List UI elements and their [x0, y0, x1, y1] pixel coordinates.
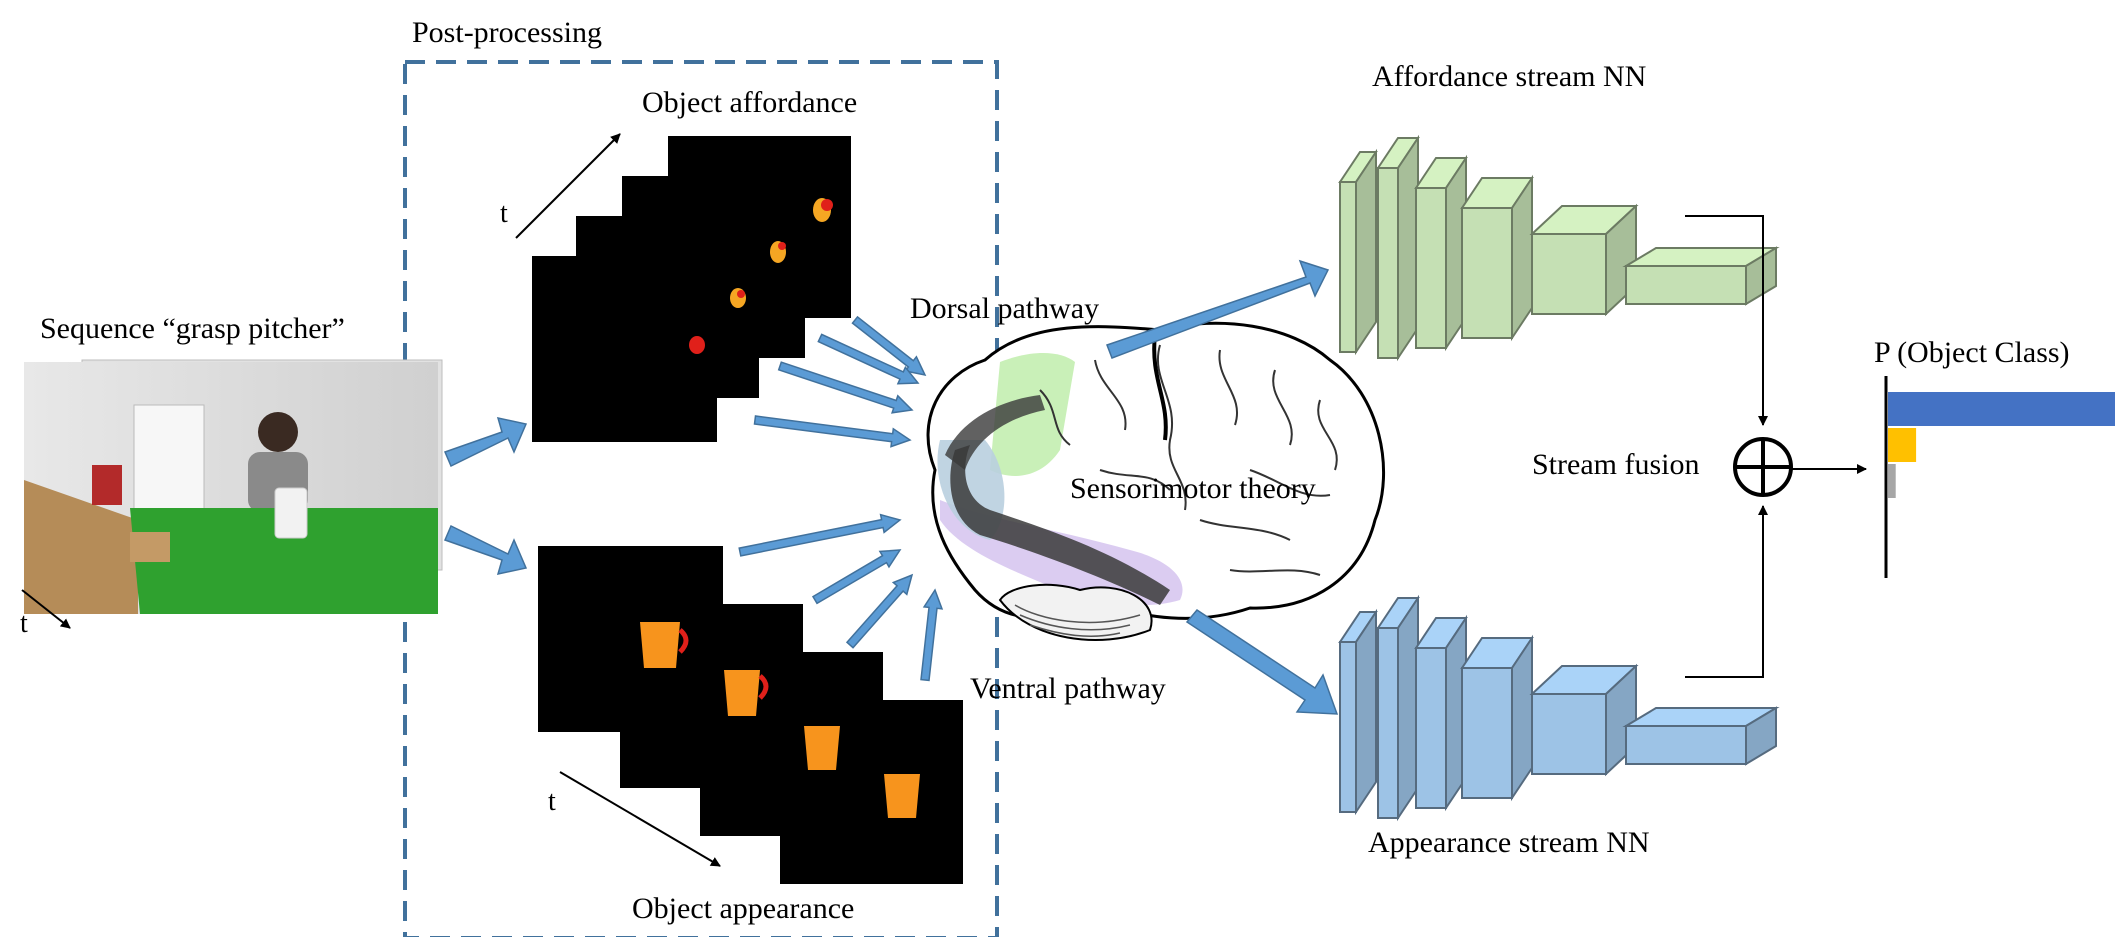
appearance-to-fusion-line	[1685, 505, 1768, 678]
brain-illustration	[926, 321, 1386, 641]
nn-layer-block	[1414, 154, 1468, 352]
dorsal-pathway-label: Dorsal pathway	[910, 292, 1099, 325]
feature-arrow	[738, 513, 902, 557]
nn-layer-block	[1460, 174, 1534, 342]
nn-layer-block	[1622, 706, 1780, 766]
affordance-frames	[532, 136, 851, 442]
probability-bar	[1888, 392, 2115, 426]
nn-layer-block	[1529, 203, 1639, 317]
probability-bar	[1888, 464, 1896, 498]
stream-fusion-label: Stream fusion	[1532, 448, 1699, 481]
time-label-appearance: t	[548, 786, 556, 817]
affordance-stream-label: Affordance stream NN	[1372, 60, 1646, 93]
output-label: P (Object Class)	[1874, 336, 2070, 369]
feature-arrow	[753, 415, 912, 448]
feature-arrow	[851, 315, 927, 377]
input-video-sequence: t	[20, 359, 443, 639]
object-appearance-label: Object appearance	[632, 892, 854, 925]
feature-arrow	[777, 361, 914, 414]
nn-layer-block	[1338, 148, 1378, 356]
fusion-operator-icon	[1733, 437, 1793, 497]
time-label-input: t	[20, 608, 28, 639]
nn-layer-block	[1414, 614, 1468, 812]
arrow-to-affordance-stream	[1106, 259, 1330, 359]
nn-layer-block	[1622, 246, 1780, 306]
sensorimotor-theory-label: Sensorimotor theory	[1070, 472, 1316, 505]
post-processing-label: Post-processing	[412, 16, 602, 49]
feature-arrow	[845, 573, 914, 649]
arrow-to-appearance-stream	[1185, 609, 1339, 715]
nn-layer-block	[1338, 608, 1378, 816]
probability-bar	[1888, 428, 1917, 462]
feature-arrow	[817, 333, 920, 385]
appearance-frames	[538, 546, 963, 884]
video-frame	[24, 362, 438, 614]
feature-arrow	[811, 549, 902, 605]
object-affordance-label: Object affordance	[642, 86, 857, 119]
arrow-to-appearance	[443, 524, 528, 575]
feature-arrow	[920, 588, 944, 682]
arrow-to-affordance	[443, 417, 528, 468]
appearance-stream-nn	[1338, 594, 1780, 822]
sequence-label: Sequence “grasp pitcher”	[40, 312, 345, 345]
nn-layer-block	[1376, 134, 1420, 362]
affordance-to-fusion-line	[1685, 215, 1768, 426]
output-probability-bars	[1888, 392, 2115, 498]
appearance-stream-label: Appearance stream NN	[1368, 826, 1650, 859]
nn-layer-block	[1376, 594, 1420, 822]
nn-layer-block	[1529, 663, 1639, 777]
time-label-affordance: t	[500, 198, 508, 229]
feature-arrows	[738, 315, 944, 682]
nn-layer-block	[1460, 634, 1534, 802]
affordance-stream-nn	[1338, 134, 1780, 362]
ventral-pathway-label: Ventral pathway	[970, 672, 1166, 705]
